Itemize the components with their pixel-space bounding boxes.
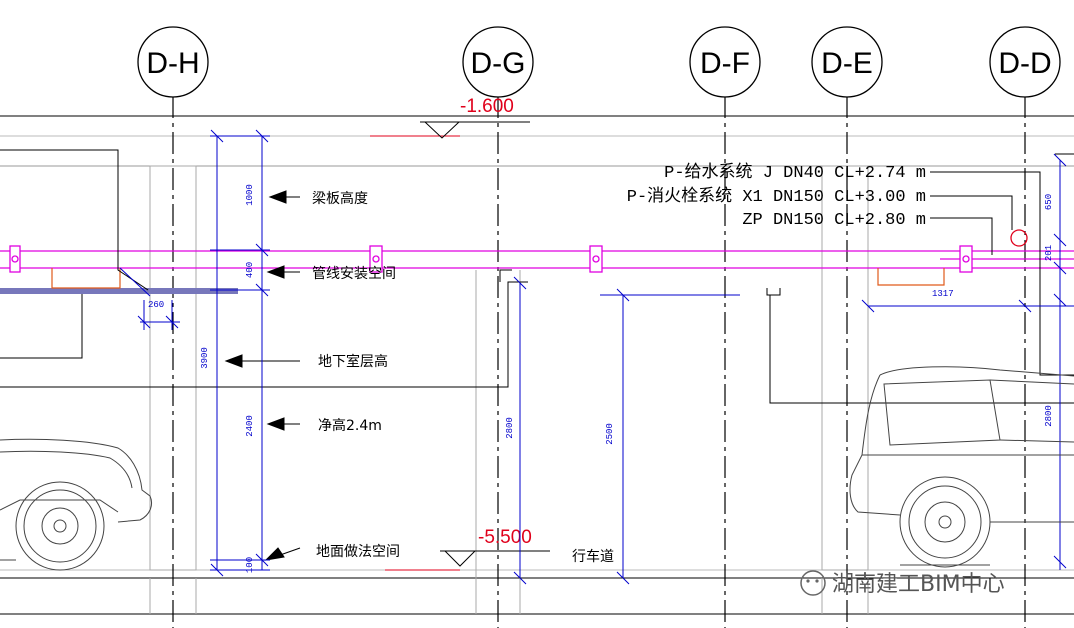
watermark-text: 湖南建工BIM中心 (832, 572, 1005, 597)
dim-201: 201 (1044, 245, 1054, 261)
axis-bubble-dd: D-D (989, 26, 1061, 98)
dim-650: 650 (1044, 194, 1054, 210)
pipe-flanges (9, 245, 973, 273)
axis-bubble-de: D-E (811, 26, 883, 98)
axis-bubble-df: D-F (689, 26, 761, 98)
axis-label-dh: D-H (146, 47, 199, 80)
dimension-lines (119, 129, 1074, 585)
dim-1317: 1317 (932, 289, 954, 299)
dim-100: 100 (245, 557, 255, 573)
pipes (0, 250, 1074, 269)
note-arrows (224, 190, 301, 561)
axis-label-dg: D-G (471, 47, 526, 80)
level-floor-text: -5.500 (478, 527, 532, 548)
dim-2500: 2500 (605, 423, 615, 445)
pipe-label-water: P-给水系统 J DN40 CL+2.74 m (664, 162, 926, 183)
riser-circle (1010, 229, 1028, 247)
note-pipe-space: 管线安装空间 (312, 266, 396, 282)
level-marker-top: -1.600 (370, 96, 530, 139)
axis-lines (172, 96, 1026, 628)
axis-label-df: D-F (700, 47, 750, 80)
note-driveway: 行车道 (572, 548, 614, 565)
dim-2400: 2400 (245, 415, 255, 437)
pipe-label-sprinkler: ZP DN150 CL+2.80 m (742, 211, 926, 230)
note-basement-height: 地下室层高 (318, 353, 388, 370)
dim-1000: 1000 (245, 184, 255, 206)
dim-260: 260 (148, 300, 164, 310)
dim-2800-right: 2800 (1044, 405, 1054, 427)
axis-bubble-dh: D-H (137, 26, 209, 98)
car-left (0, 438, 153, 571)
duct (0, 288, 238, 294)
wechat-icon (800, 570, 826, 596)
axis-label-dd: D-D (998, 47, 1051, 80)
watermark: 湖南建工BIM中心 (800, 570, 1005, 597)
note-beam-height: 梁板高度 (312, 190, 368, 207)
note-clear-height: 净高2.4m (318, 417, 382, 434)
axis-bubble-dg: D-G (462, 26, 534, 98)
dim-400: 400 (245, 262, 255, 278)
pipe-label-hydrant: P-消火栓系统 X1 DN150 CL+3.00 m (627, 186, 926, 207)
car-right (849, 366, 1074, 568)
note-floor-finish: 地面做法空间 (316, 544, 400, 560)
dim-2800: 2800 (505, 417, 515, 439)
axis-label-de: D-E (821, 47, 873, 80)
level-top-text: -1.600 (460, 96, 514, 117)
sleeves (51, 268, 945, 289)
level-marker-floor: -5.500 (385, 527, 550, 571)
dim-3900: 3900 (200, 347, 210, 369)
